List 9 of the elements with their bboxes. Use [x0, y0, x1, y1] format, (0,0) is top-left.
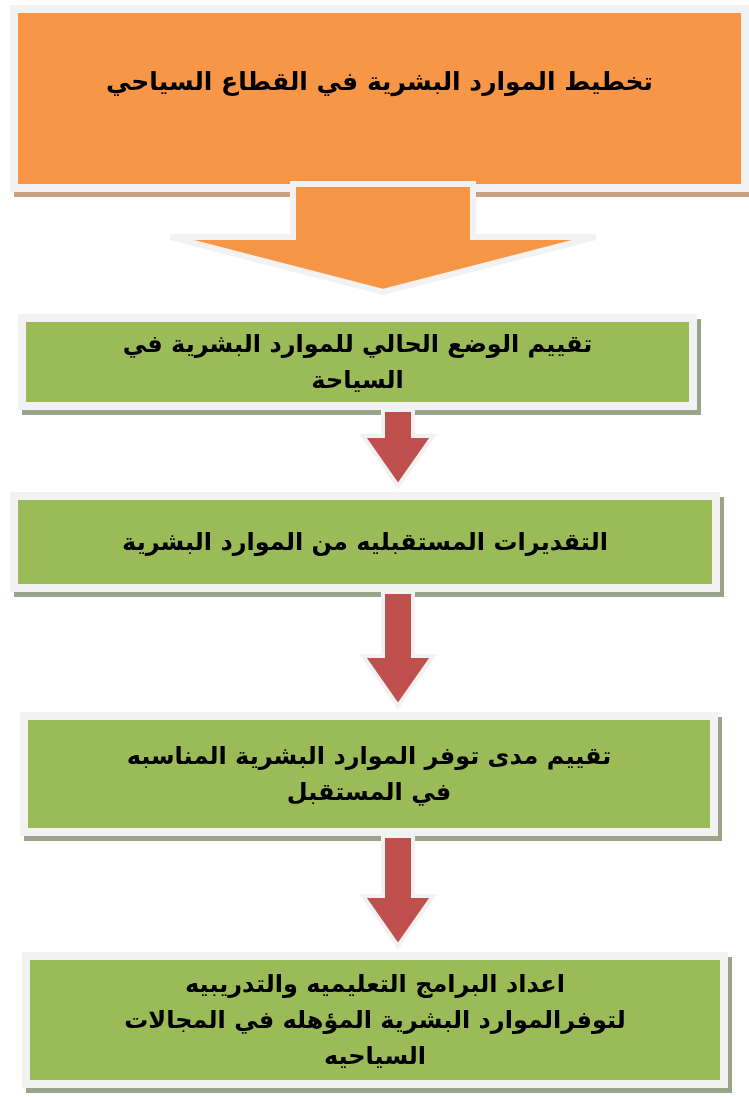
block-arrow — [359, 408, 437, 490]
step-text: اعداد البرامج التعليميه والتدريبيه لتوفرالموارد البشرية المؤهله في المجالات السياحيه — [123, 969, 627, 1072]
block-arrow — [167, 181, 599, 296]
block-arrow — [359, 834, 437, 950]
step-text: تقييم الوضع الحالي للموارد البشرية في السياحة — [121, 329, 594, 396]
step-text: تقييم مدى توفر الموارد البشرية المناسبه في المستقبل — [125, 741, 613, 808]
step-text: التقديرات المستقبليه من الموارد البشرية — [122, 527, 608, 558]
block-arrow — [359, 590, 437, 710]
step-text: تخطيط الموارد البشرية في القطاع السياحي — [106, 66, 653, 99]
